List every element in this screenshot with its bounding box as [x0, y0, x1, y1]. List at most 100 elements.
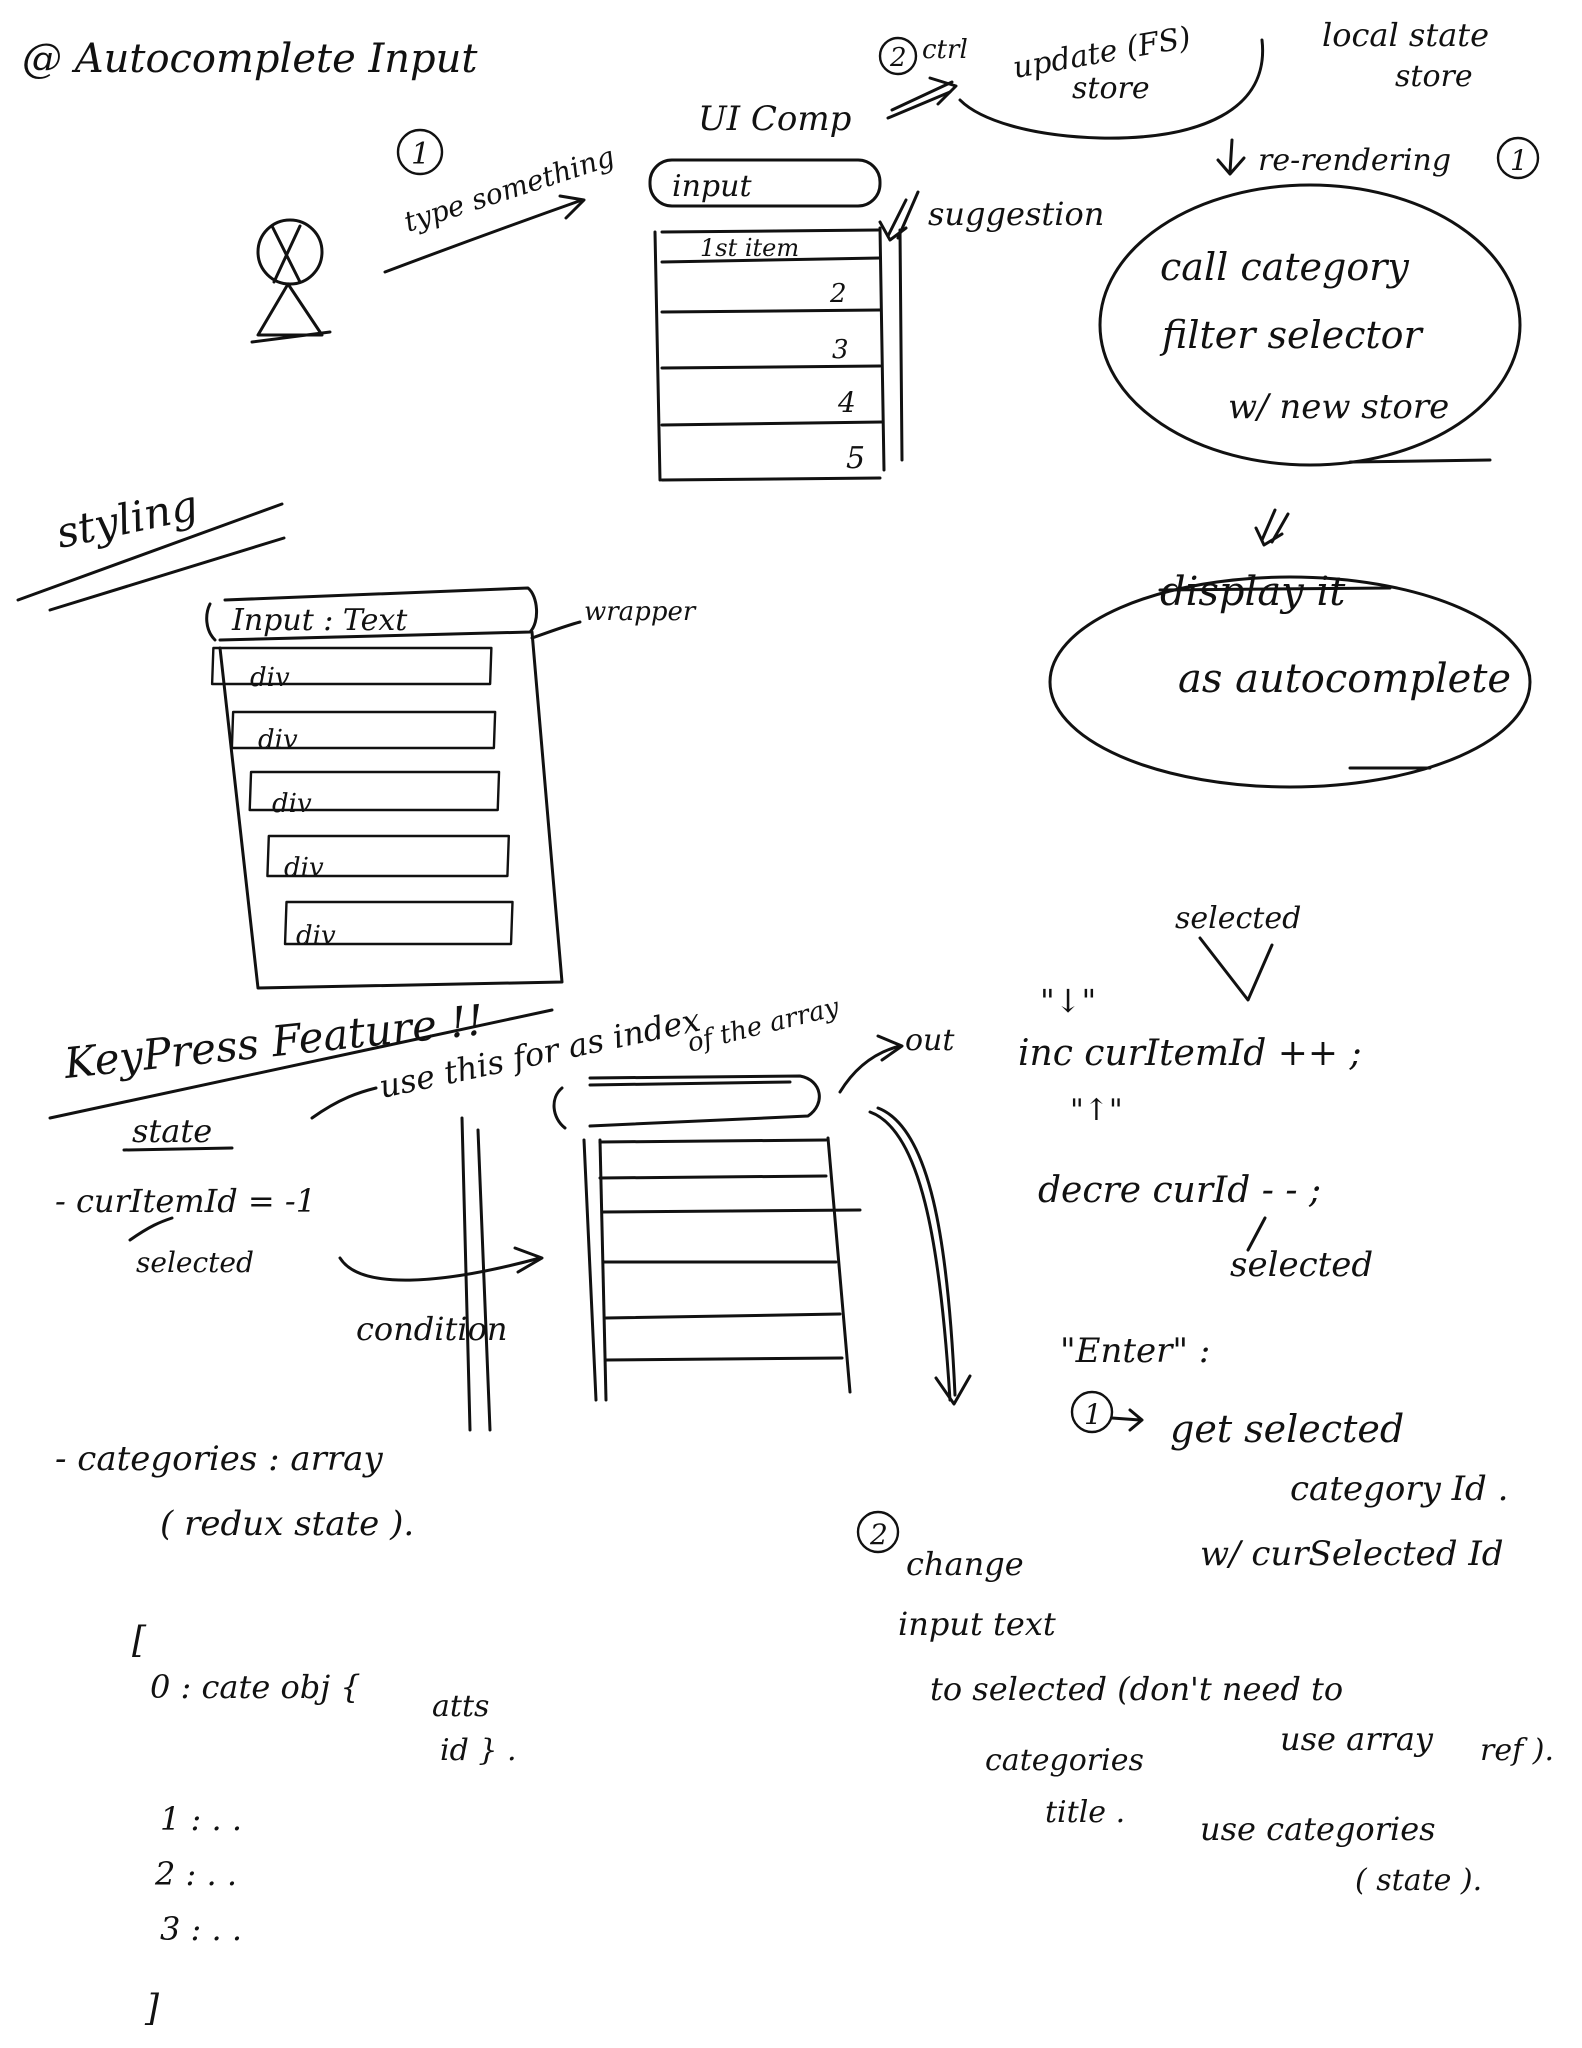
display-line1: display it — [1160, 569, 1346, 615]
array-close-bracket: ] — [144, 1988, 160, 2029]
list-item-5: 5 — [846, 441, 865, 476]
list-down-arrow-2 — [876, 1106, 957, 1397]
step-two-circle — [878, 36, 918, 76]
enter-step2-line5: ref ). — [1480, 1733, 1554, 1768]
array-open-bracket: [ — [132, 1620, 147, 1661]
display-bubble — [1048, 575, 1532, 789]
enter-step1-number: 1 — [1084, 1398, 1102, 1431]
state-label: state — [132, 1112, 212, 1150]
enter-step1-arrow — [1110, 1408, 1144, 1432]
keypress-input-line — [588, 1080, 792, 1087]
update-line2: store — [1072, 71, 1150, 106]
ctrl-arrow-head — [928, 76, 958, 106]
condition-label: condition — [356, 1310, 507, 1348]
selected-label-2: selected — [1175, 901, 1301, 936]
array-item-3: 3 : . . — [160, 1910, 242, 1948]
update-bubble — [958, 38, 1265, 140]
categories-label: - categories : array — [55, 1439, 383, 1479]
wrapper-pointer — [530, 620, 582, 640]
type-arrow-head — [558, 194, 586, 220]
styling-input-box — [205, 586, 538, 642]
input-box — [648, 158, 882, 208]
ui-comp-label: UI Comp — [698, 99, 851, 139]
array-item-0-id: id } . — [440, 1733, 517, 1768]
divider-line-2 — [476, 1128, 492, 1432]
selected-pointer-1 — [128, 1216, 174, 1242]
type-arrow-line — [383, 198, 584, 274]
enter-step2-line9: ( state ). — [1355, 1863, 1482, 1898]
dec-text: decre curId - - ; — [1038, 1170, 1321, 1211]
enter-step2-line7: title . — [1045, 1795, 1125, 1830]
filter-line1: call category — [1160, 245, 1409, 289]
enter-step2-line6: categories — [985, 1743, 1144, 1778]
div-row-4: div — [284, 853, 324, 883]
out-arrow-head — [876, 1034, 904, 1062]
display-down-arrow — [1254, 508, 1290, 547]
rerendering-label: re-rendering — [1258, 143, 1451, 178]
step-one-number: 1 — [411, 137, 430, 172]
selected-label-3: selected — [1230, 1245, 1373, 1285]
list-item-1: 1st item — [700, 234, 799, 262]
filter-line3: w/ new store — [1228, 387, 1449, 427]
array-item-2: 2 : . . — [154, 1855, 237, 1893]
list-item-2: 2 — [829, 279, 847, 309]
array-item-0-attrs: atts — [432, 1689, 489, 1724]
enter-step1-circle — [1070, 1390, 1114, 1434]
autocomplete-title: @ Autocomplete Input — [22, 36, 478, 82]
display-strike — [1158, 586, 1392, 592]
suggestion-label: suggestion — [928, 195, 1104, 233]
step-one-circle — [396, 128, 444, 176]
condition-arrow — [338, 1256, 542, 1282]
keypress-underline — [48, 1008, 554, 1120]
rerender-marker-number: 1 — [1510, 144, 1528, 177]
selected-pointer-2 — [1198, 936, 1274, 1002]
div-row-2: div — [258, 725, 298, 755]
filter-selector-bubble — [1098, 183, 1522, 467]
filter-bubble-tail — [1348, 458, 1492, 464]
div-row-3: div — [272, 789, 312, 819]
enter-step2-number: 2 — [869, 1518, 888, 1551]
enter-label: "Enter" : — [1060, 1331, 1210, 1371]
step-two-label: ctrl — [922, 35, 968, 65]
step-two-number: 2 — [889, 43, 907, 73]
rerender-arrow — [1216, 138, 1246, 176]
index-note-line2: of the array — [684, 992, 842, 1059]
array-item-1: 1 : . . — [160, 1800, 242, 1838]
condition-arrow-head — [513, 1246, 544, 1274]
styling-input-label: Input : Text — [231, 603, 408, 638]
enter-step2-line4: use array — [1280, 1720, 1434, 1758]
enter-step1-line1: get selected — [1170, 1407, 1404, 1451]
state-underline — [122, 1146, 234, 1152]
out-arrow — [838, 1044, 902, 1094]
cur-item-id-line: - curItemId = -1 — [55, 1182, 316, 1220]
div-row-1: div — [250, 663, 290, 693]
display-line2: as autocomplete — [1178, 656, 1511, 702]
user-figure-icon — [250, 218, 332, 344]
down-key-label: "↓" — [1040, 982, 1096, 1020]
out-label: out — [905, 1023, 955, 1058]
wrapper-box — [218, 630, 564, 990]
redux-state-label: ( redux state ). — [160, 1504, 414, 1544]
list-item-4: 4 — [837, 386, 856, 419]
filter-line2: filter selector — [1159, 313, 1425, 357]
user-action-label: type something — [400, 140, 618, 239]
index-note-pointer — [310, 1086, 378, 1120]
ctrl-arrow-lines — [886, 80, 954, 120]
array-item-0: 0 : cate obj { — [150, 1668, 361, 1706]
selected-pointer-3 — [1246, 1216, 1267, 1252]
enter-step2-circle — [856, 1510, 900, 1554]
styling-underline-2 — [48, 536, 286, 612]
keypress-list — [582, 1136, 862, 1402]
up-key-label: "↑" — [1070, 1093, 1123, 1128]
enter-step1-line2: category Id . — [1290, 1469, 1508, 1509]
enter-step2-line2: input text — [898, 1605, 1056, 1643]
list-item-3: 3 — [832, 335, 849, 365]
enter-step2-line3: to selected (don't need to — [930, 1670, 1343, 1708]
suggestion-list — [653, 226, 904, 482]
enter-step2-line8: use categories — [1200, 1810, 1436, 1848]
div-rows — [210, 646, 514, 946]
enter-step1-line3: w/ curSelected Id — [1200, 1534, 1504, 1574]
divider-line-1 — [460, 1116, 472, 1432]
input-box-label: input — [672, 169, 752, 204]
suggestion-arrow-head — [878, 220, 908, 242]
